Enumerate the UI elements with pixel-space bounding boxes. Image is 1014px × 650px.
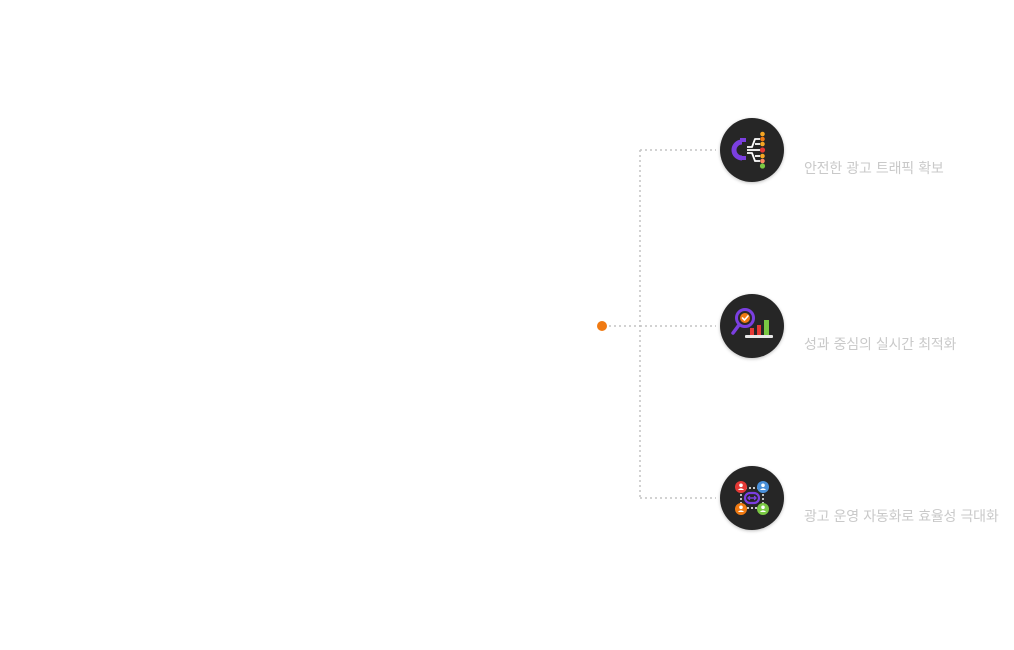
node-label-optimization: 성과 중심의 실시간 최적화 (804, 337, 957, 353)
node-label-traffic: 안전한 광고 트래픽 확보 (804, 161, 944, 177)
node-traffic (720, 118, 784, 182)
node-optimization (720, 294, 784, 358)
node-automation (720, 466, 784, 530)
origin-dot (597, 321, 607, 331)
dotted-connector-paths (604, 149, 716, 499)
user-network-icon (735, 481, 769, 515)
magnet-funnel-icon (731, 131, 766, 169)
node-label-automation: 광고 운영 자동화로 효율성 극대화 (804, 509, 999, 525)
magnifier-chart-icon (731, 308, 773, 338)
